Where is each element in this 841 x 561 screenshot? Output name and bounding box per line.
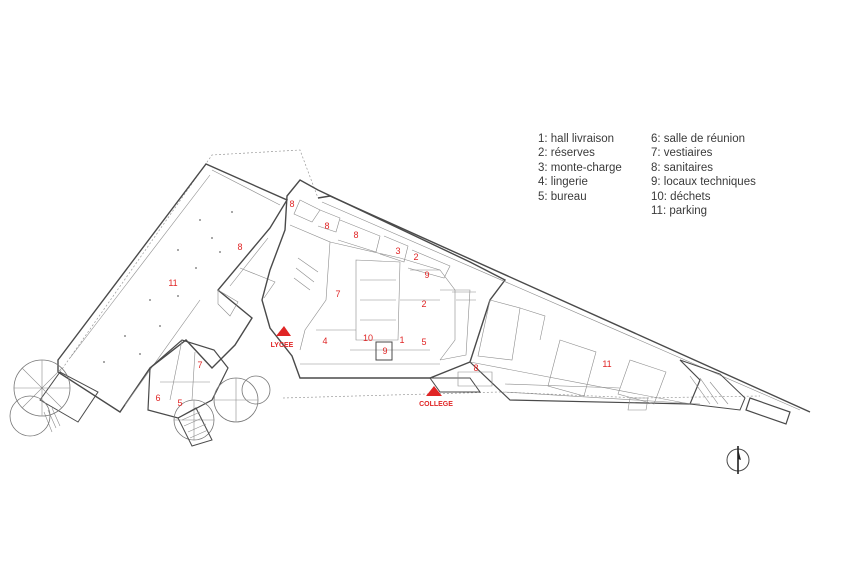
trees-south [173,375,271,441]
room-label-9-a: 9 [424,270,429,280]
legend-item: 11: parking [651,205,708,218]
legend-item: 2: réserves [538,147,595,160]
north-arrow-icon [726,446,750,474]
east-parking-wing [469,359,701,405]
legend-item: 4: lingerie [538,176,588,189]
room-label-8-a: 8 [289,199,294,209]
room-label-10: 10 [363,333,373,343]
room-label-8-west: 8 [237,242,242,252]
room-label-9-b: 9 [382,346,387,356]
room-label-11-east: 11 [602,359,611,369]
site-boundary-south [282,391,761,399]
room-label-11-west: 11 [168,278,177,288]
room-label-7-a: 7 [335,289,340,299]
room-label-2-a: 2 [413,252,418,262]
entrance-college-label: COLLEGE [419,401,453,408]
room-label-8-c: 8 [353,230,358,240]
legend-item: 5: bureau [538,190,587,203]
room-label-4: 4 [322,336,327,346]
room-label-2-b: 2 [421,299,426,309]
block-meeting-room [147,339,229,419]
legend-right: 6: salle de réunion 7: vestiaires 8: san… [651,132,756,218]
stair-south [177,407,213,447]
legend-item: 8: sanitaires [651,161,714,174]
room-label-1: 1 [399,335,404,345]
parking-markers [103,211,233,363]
legend-item: 3: monte-charge [538,161,622,174]
entrance-college: COLLEGE [419,386,453,408]
legend-item: 9: locaux techniques [651,176,756,189]
west-parking-wing [57,163,289,413]
ramp [39,371,99,423]
legend-left: 1: hall livraison 2: réserves 3: monte-c… [538,132,622,204]
room-label-6: 6 [155,393,160,403]
legend-item: 7: vestiaires [651,147,713,160]
room-label-7-b: 7 [197,360,202,370]
east-wall-north [317,195,811,413]
room-label-5-a: 5 [421,337,426,347]
entrance-lycee: LYCEE [271,326,294,349]
room-label-3: 3 [395,246,400,256]
triangle-marker-icon [276,326,291,336]
room-label-5-b: 5 [177,398,182,408]
room-label-8-b: 8 [324,221,329,231]
room-labels: 11 8 8 8 8 3 2 9 7 2 4 10 9 1 5 7 6 5 11… [155,199,611,408]
site-boundary-north [59,149,319,373]
legend-item: 10: déchets [651,190,711,203]
legend-item: 6: salle de réunion [651,133,745,145]
triangle-marker-icon [426,386,442,396]
legend-item: 1: hall livraison [538,133,615,145]
trees-west [9,359,71,437]
entrance-lycee-label: LYCEE [271,342,294,349]
room-label-8-east: 8 [473,363,478,373]
